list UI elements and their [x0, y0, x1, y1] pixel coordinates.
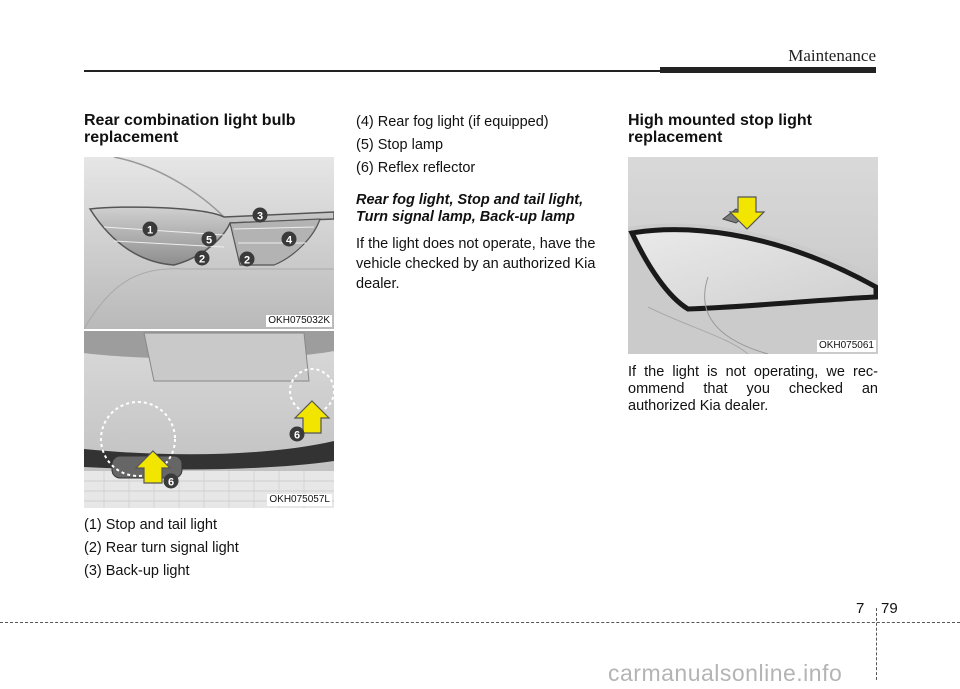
callout-1: 1 [142, 221, 158, 237]
arrow-icon [293, 400, 331, 434]
left-list: (1) Stop and tail light (2) Rear turn si… [84, 515, 334, 584]
svg-text:4: 4 [286, 235, 293, 247]
callout-4: 4 [281, 231, 297, 247]
right-body: If the light is not operating, we rec-om… [628, 364, 878, 419]
section-heading-high-mounted: High mounted stop light replacement [628, 112, 812, 146]
section-heading-rear-combination: Rear combination light bulb replacement [84, 112, 296, 146]
arrow-icon [728, 196, 766, 230]
rear-bumper-drawing: 6 6 [84, 331, 334, 508]
svg-text:2: 2 [199, 254, 205, 266]
callout-6b: 6 [289, 426, 305, 442]
list-item: (3) Back-up light [84, 563, 190, 579]
high-mounted-stop-light-illustration: OKH075061 [628, 157, 878, 354]
callout-2a: 2 [194, 250, 210, 266]
svg-text:3: 3 [257, 211, 263, 223]
list-item: (6) Reflex reflector [356, 160, 476, 176]
rear-bumper-illustration: 6 6 OKH075057L [84, 331, 334, 508]
svg-text:2: 2 [244, 255, 250, 267]
footer-rule [0, 622, 960, 623]
left-column: Rear combination light bulb replacement [84, 112, 334, 146]
svg-text:5: 5 [206, 235, 212, 247]
list-item: (5) Stop lamp [356, 137, 444, 153]
middle-column: (4) Rear fog light (if equipped) (5) Sto… [356, 112, 606, 298]
tail-light-illustration: 1 5 3 4 2 2 OKH075032K [84, 157, 334, 329]
footer-divider [876, 608, 877, 680]
svg-text:6: 6 [294, 430, 300, 442]
svg-text:6: 6 [168, 477, 174, 489]
arrow-icon [134, 450, 172, 484]
svg-text:1: 1 [147, 225, 153, 237]
section-title: Maintenance [788, 46, 876, 65]
body-text: If the light is not operating, we rec-om… [628, 364, 878, 414]
right-column: High mounted stop light replacement [628, 112, 878, 146]
figure-code: OKH075061 [816, 340, 876, 352]
rear-window-drawing [628, 157, 878, 354]
callout-2b: 2 [239, 251, 255, 267]
list-item: (1) Stop and tail light [84, 517, 217, 533]
callout-6a: 6 [163, 473, 179, 489]
figure-code: OKH075032K [266, 315, 332, 327]
callout-3: 3 [252, 207, 268, 223]
chapter-number: 7 [856, 600, 865, 617]
subheading: Rear fog light, Stop and tail light, Tur… [356, 192, 584, 225]
list-item: (2) Rear turn signal light [84, 540, 239, 556]
figure-code: OKH075057L [267, 494, 332, 506]
callout-5: 5 [201, 231, 217, 247]
body-text: If the light does not operate, have the … [356, 236, 596, 292]
page-number: 79 [881, 600, 898, 617]
tail-light-drawing: 1 5 3 4 2 2 [84, 157, 334, 329]
watermark: carmanualsonline.info [608, 660, 843, 686]
header-rule-accent [660, 67, 876, 73]
list-item: (4) Rear fog light (if equipped) [356, 114, 549, 130]
header-rule [84, 70, 660, 72]
